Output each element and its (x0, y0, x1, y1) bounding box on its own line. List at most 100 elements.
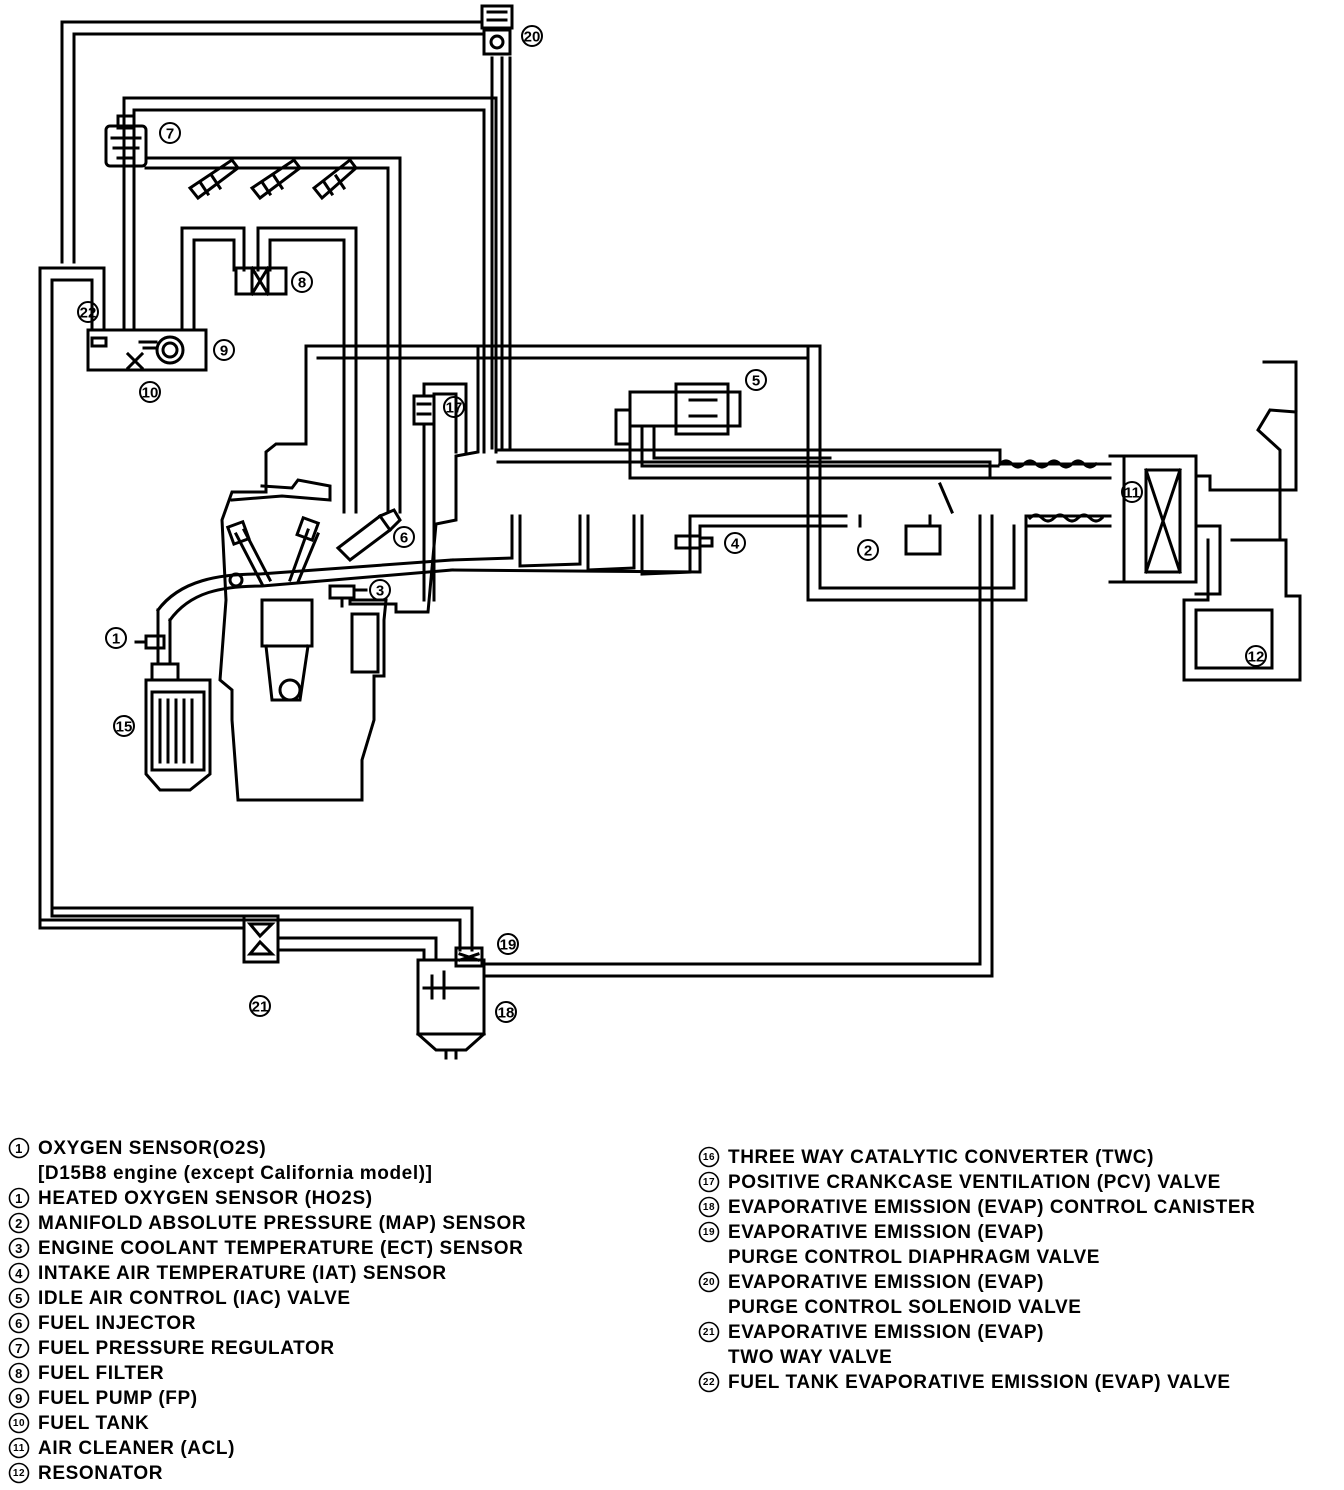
callout-8 (291, 271, 313, 293)
callout-9 (213, 339, 235, 361)
legend-text: EVAPORATIVE EMISSION (EVAP) (728, 1272, 1045, 1293)
legend-number-badge: 4 (8, 1262, 30, 1284)
legend-number-badge: 18 (698, 1196, 720, 1218)
legend-item: 20 EVAPORATIVE EMISSION (EVAP) PURGE CONTR… (698, 1270, 1338, 1320)
legend-text: RESONATOR (38, 1463, 164, 1484)
legend-number-badge: 12 (8, 1462, 30, 1484)
callout-6-label: 6 (400, 530, 408, 547)
callout-19 (497, 933, 519, 955)
callout-15-label: 15 (116, 719, 133, 736)
svg-text:5: 5 (15, 1291, 23, 1306)
svg-text:22: 22 (703, 1377, 715, 1388)
callout-6 (393, 526, 415, 548)
svg-text:9: 9 (15, 1391, 23, 1406)
legend-number-badge: 17 (698, 1171, 720, 1193)
fuel-tank (86, 328, 208, 372)
ect-sensor (328, 584, 368, 608)
legend-number-badge: 10 (8, 1412, 30, 1434)
svg-text:6: 6 (15, 1316, 23, 1331)
callout-2-label: 2 (864, 543, 872, 560)
legend-item: 5 IDLE AIR CONTROL (IAC) VALVE (8, 1286, 648, 1311)
fuel-injectors (187, 157, 359, 201)
callout-11-label: 11 (1124, 485, 1140, 502)
callout-12-label: 12 (1248, 649, 1265, 666)
legend-text: ENGINE COOLANT TEMPERATURE (ECT) SENSOR (38, 1238, 524, 1259)
legend-text: EVAPORATIVE EMISSION (EVAP) (728, 1222, 1045, 1243)
legend-number-badge: 20 (698, 1271, 720, 1293)
legend-text: FUEL INJECTOR (38, 1313, 197, 1334)
callout-21-label: 21 (252, 999, 269, 1016)
legend-number-badge: 9 (8, 1387, 30, 1409)
svg-text:20: 20 (703, 1277, 715, 1288)
callout-18 (495, 1001, 517, 1023)
evap-lines (38, 514, 994, 978)
legend-text: [D15B8 engine (except California model)] (38, 1163, 433, 1184)
callout-18-label: 18 (498, 1005, 515, 1022)
legend-text: OXYGEN SENSOR(O2S) (38, 1138, 267, 1159)
svg-text:16: 16 (703, 1152, 715, 1163)
legend-item: 6 FUEL INJECTOR (8, 1311, 648, 1336)
legend-text: EVAPORATIVE EMISSION (EVAP) (728, 1322, 1045, 1343)
callout-9-label: 9 (220, 343, 228, 360)
callout-20-label: 20 (524, 29, 541, 46)
evap-two-way-valve (242, 914, 280, 964)
callout-8-label: 8 (298, 275, 306, 292)
callout-4 (724, 532, 746, 554)
svg-text:12: 12 (13, 1468, 25, 1479)
callout-17 (443, 396, 465, 418)
legend-number-badge: 1 (8, 1187, 30, 1209)
callout-17-label: 17 (446, 400, 463, 417)
svg-text:1: 1 (15, 1191, 23, 1206)
callout-3 (369, 579, 391, 601)
legend-number-badge: 8 (8, 1362, 30, 1384)
svg-text:2: 2 (15, 1216, 23, 1231)
svg-text:17: 17 (703, 1177, 715, 1188)
legend-text: HEATED OXYGEN SENSOR (HO2S) (38, 1188, 373, 1209)
legend-text: INTAKE AIR TEMPERATURE (IAT) SENSOR (38, 1263, 447, 1284)
legend-item: 16 THREE WAY CATALYTIC CONVERTER (TWC) (698, 1145, 1338, 1170)
legend-number-badge: 16 (698, 1146, 720, 1168)
svg-text:3: 3 (15, 1241, 23, 1256)
legend-text: FUEL TANK EVAPORATIVE EMISSION (EVAP) VA… (728, 1372, 1231, 1393)
legend-text: TWO WAY VALVE (728, 1347, 893, 1368)
legend-text: AIR CLEANER (ACL) (38, 1438, 236, 1459)
svg-text:4: 4 (15, 1266, 23, 1281)
legend-item: 22 FUEL TANK EVAPORATIVE EMISSION (EVAP) … (698, 1370, 1338, 1395)
callout-1-label: 1 (112, 631, 120, 648)
legend-text: THREE WAY CATALYTIC CONVERTER (TWC) (728, 1147, 1154, 1168)
svg-text:18: 18 (703, 1202, 715, 1213)
legend-number-badge: 7 (8, 1337, 30, 1359)
svg-text:1: 1 (15, 1141, 23, 1156)
callout-4-label: 4 (731, 536, 740, 553)
legend-text: IDLE AIR CONTROL (IAC) VALVE (38, 1288, 351, 1309)
legend-text: EVAPORATIVE EMISSION (EVAP) CONTROL CANI… (728, 1197, 1256, 1218)
svg-text:8: 8 (15, 1366, 23, 1381)
iac-valve (614, 382, 1000, 480)
legend-number-badge: 1 (8, 1137, 30, 1159)
legend-number-badge: 3 (8, 1237, 30, 1259)
callout-10-label: 10 (142, 385, 159, 402)
fuel-lines (38, 20, 512, 930)
pcv-valve (412, 382, 468, 602)
fuel-filter (234, 265, 288, 297)
legend-item: 8 FUEL FILTER (8, 1361, 648, 1386)
fuel-pressure-regulator (104, 114, 148, 168)
legend-text: MANIFOLD ABSOLUTE PRESSURE (MAP) SENSOR (38, 1213, 527, 1234)
legend-number-badge: 5 (8, 1287, 30, 1309)
legend-text: FUEL FILTER (38, 1363, 165, 1384)
callout-11 (1121, 481, 1143, 503)
legend-number-badge: 19 (698, 1221, 720, 1243)
callout-5 (745, 369, 767, 391)
legend-item: 12 RESONATOR (8, 1461, 648, 1486)
legend-text: PURGE CONTROL SOLENOID VALVE (728, 1297, 1082, 1318)
legend-item: 3 ENGINE COOLANT TEMPERATURE (ECT) SENSOR (8, 1236, 648, 1261)
legend-item: 1 HEATED OXYGEN SENSOR (HO2S) (8, 1186, 648, 1211)
legend-number-badge: 21 (698, 1321, 720, 1343)
iat-sensor (674, 534, 714, 550)
